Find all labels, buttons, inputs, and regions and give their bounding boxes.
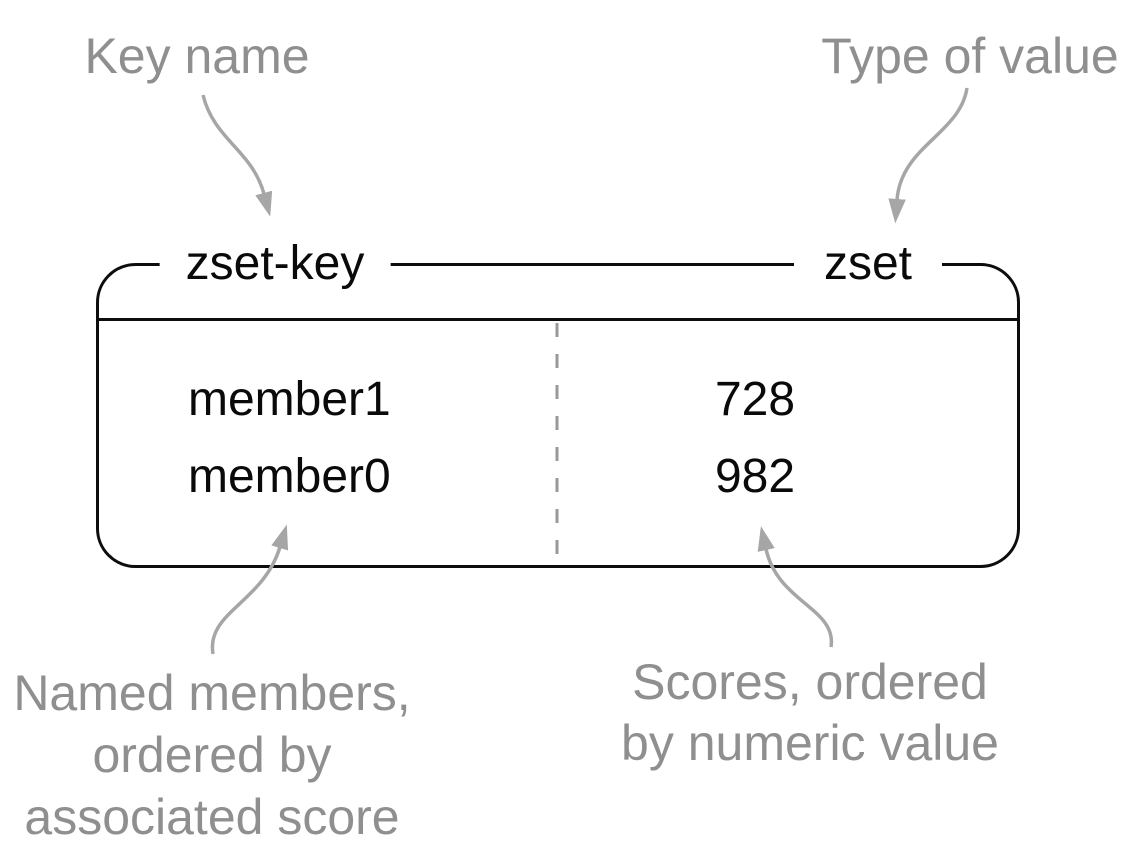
members-note-line: ordered by bbox=[92, 727, 332, 783]
member-name: member0 bbox=[188, 450, 391, 503]
scores-note-line: Scores, ordered bbox=[632, 654, 988, 710]
zset-box-border bbox=[96, 263, 1020, 568]
member-score: 982 bbox=[714, 450, 796, 503]
members-note-line: associated score bbox=[24, 789, 400, 845]
key-name-annotation: Key name bbox=[84, 28, 310, 84]
members-note-line: Named members, bbox=[13, 665, 411, 721]
scores-note-line: by numeric value bbox=[621, 715, 999, 771]
members-note: Named members, ordered by associated sco… bbox=[13, 662, 410, 848]
key-name-arrow bbox=[201, 94, 273, 217]
members-note-arrow bbox=[210, 524, 289, 655]
key-name-label: zset-key bbox=[159, 237, 391, 291]
scores-note: Scores, ordered by numeric value bbox=[621, 652, 999, 774]
type-of-value-arrow bbox=[888, 87, 969, 224]
value-type-label: zset bbox=[793, 237, 943, 291]
type-of-value-annotation: Type of value bbox=[821, 28, 1119, 84]
member-name: member1 bbox=[188, 373, 391, 426]
scores-note-arrow bbox=[757, 526, 834, 648]
member-score: 728 bbox=[714, 373, 796, 426]
